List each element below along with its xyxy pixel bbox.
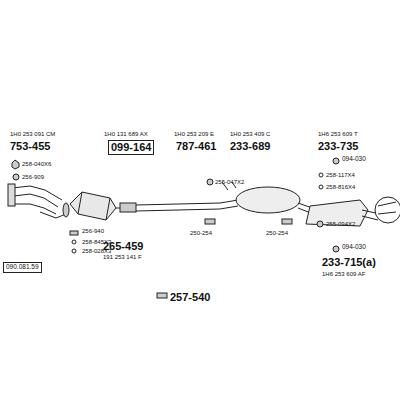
part-code: 256-909 — [22, 174, 44, 180]
part-number: 099-164 — [111, 142, 151, 153]
part-number: 265-459 — [103, 241, 143, 252]
part-number: 787-461 — [176, 141, 216, 152]
part-number: 090.081.59 — [6, 264, 39, 271]
part-number: 233-735 — [318, 141, 358, 152]
part-code: 258-117X4 — [326, 172, 355, 178]
part-code: 255-094X2 — [326, 221, 355, 227]
part-number: 094-030 — [342, 244, 366, 251]
boxed-number: 099-164 — [108, 140, 154, 155]
part-number: 257-540 — [170, 292, 210, 303]
part-code: 250-254 — [266, 230, 288, 236]
part-code: 1H0 253 091 CM — [10, 131, 55, 137]
part-code: 1H0 131 689 AX — [104, 131, 148, 137]
part-code: 191 253 141 F — [103, 254, 142, 260]
part-code: 250-254 — [190, 230, 212, 236]
part-code: 1H6 253 609 T — [318, 131, 358, 137]
part-code: 258-040X6 — [22, 161, 51, 167]
part-code: 256-940 — [82, 228, 104, 234]
part-code: 258-816X4 — [326, 184, 355, 190]
part-code: 1H0 253 209 E — [174, 131, 214, 137]
boxed-number: 090.081.59 — [3, 262, 42, 273]
part-code: 1H0 253 409 C — [230, 131, 270, 137]
part-number: 094-030 — [342, 156, 366, 163]
part-number: 233-689 — [230, 141, 270, 152]
part-code: 255-047X2 — [215, 179, 244, 185]
part-code: 1H6 253 609 AF — [322, 271, 365, 277]
part-number: 753-455 — [10, 141, 50, 152]
part-number: 233-715(a) — [322, 257, 376, 268]
